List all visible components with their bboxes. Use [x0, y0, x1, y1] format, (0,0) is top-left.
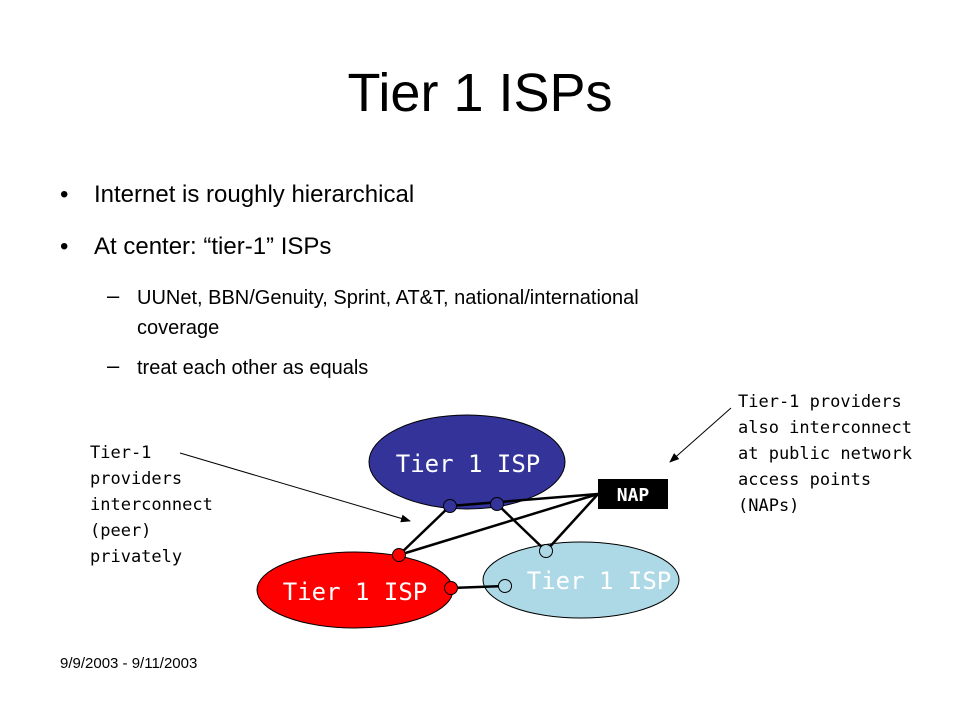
callout-line: access points	[738, 470, 872, 490]
connection-point	[498, 579, 512, 593]
connection-point	[490, 497, 504, 511]
nap-link	[398, 492, 599, 557]
dash-mark: –	[107, 283, 120, 308]
peer-link	[450, 584, 506, 590]
isp-node-label: Tier 1 ISP	[283, 578, 428, 606]
bullet-mark: •	[60, 233, 69, 260]
right-callout: Tier-1 providers also interconnect at publ…	[738, 389, 912, 519]
callout-line: at public network	[738, 444, 912, 464]
nap-link	[449, 492, 599, 508]
footer-date: 9/9/2003 - 9/11/2003	[60, 655, 198, 672]
isp-node-lightblue	[482, 541, 680, 619]
callout-line: Tier-1	[90, 443, 152, 463]
callout-line: privately	[90, 547, 183, 567]
nap-label: NAP	[617, 485, 650, 506]
callout-arrow	[179, 452, 411, 523]
bullet-text: At center: “tier-1” ISPs	[94, 233, 332, 260]
callout-line: (NAPs)	[738, 496, 800, 516]
callout-line: interconnect	[90, 495, 213, 515]
peer-link	[496, 503, 547, 552]
bullet-text: Internet is roughly hierarchical	[94, 181, 415, 208]
sub-bullet-item: – treat each other as equals	[107, 353, 369, 381]
callout-line: also interconnect	[738, 418, 912, 438]
sub-bullet-item: – UUNet, BBN/Genuity, Sprint, AT&T, nati…	[107, 283, 639, 311]
callout-arrow	[669, 407, 732, 463]
nap-box	[598, 479, 668, 509]
bullet-item: • At center: “tier-1” ISPs	[60, 232, 332, 262]
bullet-mark: •	[60, 181, 69, 208]
callout-line: Tier-1 providers	[738, 392, 902, 412]
callout-line: providers	[90, 469, 183, 489]
bullet-item: • Internet is roughly hierarchical	[60, 180, 415, 210]
slide-title: Tier 1 ISPs	[347, 63, 613, 123]
isp-node-label: Tier 1 ISP	[396, 450, 541, 478]
peer-link	[398, 505, 451, 556]
connection-point	[443, 499, 457, 513]
isp-node-blue	[368, 414, 566, 510]
isp-node-label: Tier 1 ISP	[527, 567, 672, 595]
connection-point	[539, 544, 553, 558]
nap-link	[545, 493, 599, 552]
sub-bullet-text: treat each other as equals	[137, 357, 369, 379]
left-callout: Tier-1 providers interconnect (peer) private…	[90, 440, 213, 570]
sub-bullet-text: UUNet, BBN/Genuity, Sprint, AT&T, nation…	[137, 287, 639, 309]
sub-bullet-continuation: coverage	[137, 317, 220, 339]
connection-point	[444, 581, 458, 595]
connection-point	[392, 548, 406, 562]
callout-line: (peer)	[90, 521, 152, 541]
dash-mark: –	[107, 353, 120, 378]
